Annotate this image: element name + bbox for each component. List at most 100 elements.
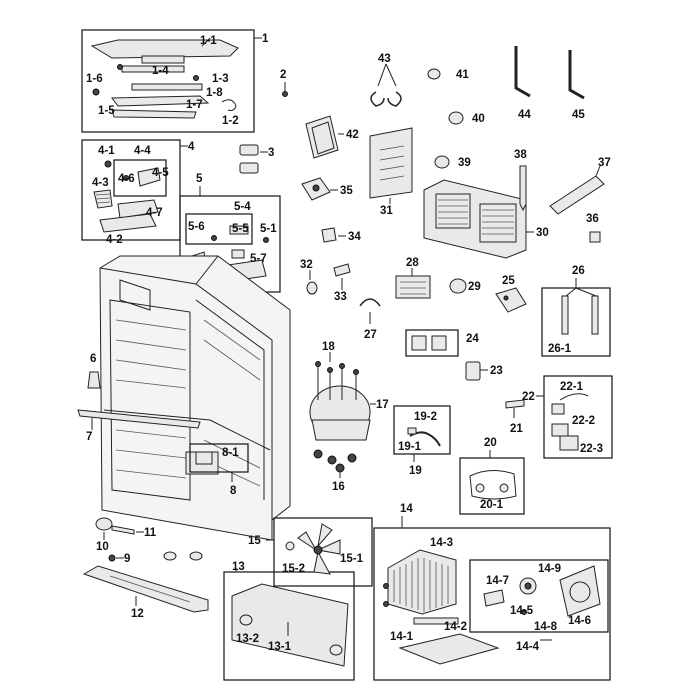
callout-14-7: 14-7 [486, 575, 509, 587]
part-21: 21 [505, 399, 525, 435]
callout-30: 30 [536, 227, 549, 239]
group-26-assembly: 26 26-1 [541, 265, 611, 357]
toe-grille-part [82, 565, 209, 613]
callout-1-6: 1-6 [86, 73, 103, 85]
callout-8-1: 8-1 [222, 447, 239, 459]
part-34: 34 [321, 227, 361, 243]
callout-1-2: 1-2 [222, 115, 239, 127]
group-14-4-box [469, 559, 609, 633]
compressor-assembly: 18 17 16 [309, 341, 389, 493]
callout-2: 2 [280, 69, 286, 81]
callout-35: 35 [340, 185, 353, 197]
callout-4-4: 4-4 [134, 145, 151, 157]
callout-5-1: 5-1 [260, 223, 277, 235]
callout-41: 41 [456, 69, 469, 81]
callout-1-4: 1-4 [152, 65, 169, 77]
callout-22-3: 22-3 [580, 443, 603, 455]
part-30: 30 [423, 179, 549, 259]
part-31: 31 [369, 127, 413, 217]
part-44: 44 [514, 46, 531, 121]
callout-14-2: 14-2 [444, 621, 467, 633]
part-36: 36 [586, 213, 601, 243]
part-8: 8-1 8 [189, 443, 249, 497]
callout-7: 7 [86, 431, 92, 443]
callout-3: 3 [268, 147, 274, 159]
heater-part [549, 175, 605, 215]
part-37: 37 [549, 157, 611, 215]
compressor-base-part [231, 583, 349, 667]
callout-27: 27 [364, 329, 377, 341]
callout-13-1: 13-1 [268, 641, 292, 653]
hinge-cover-part [90, 39, 239, 59]
part-39: 39 [434, 155, 471, 169]
part-9: 9 [108, 553, 130, 565]
callout-1-5: 1-5 [98, 105, 115, 117]
callout-25: 25 [502, 275, 515, 287]
group-15-box [273, 517, 373, 587]
part-10-11: 10 11 [95, 517, 157, 553]
callout-22-2: 22-2 [572, 415, 595, 427]
callout-5-5: 5-5 [232, 223, 249, 235]
part-33: 33 [333, 263, 351, 303]
callout-1-7: 1-7 [186, 99, 203, 111]
callout-14-9: 14-9 [538, 563, 561, 575]
callout-29: 29 [468, 281, 481, 293]
callout-18: 18 [322, 341, 335, 353]
callout-15: 15 [248, 535, 261, 547]
callout-4-2: 4-2 [106, 234, 123, 246]
callout-44: 44 [518, 109, 531, 121]
group-8-box [189, 443, 249, 473]
callout-14-6: 14-6 [568, 615, 591, 627]
callout-43: 43 [378, 53, 391, 65]
part-24: 24 [405, 329, 479, 357]
group-4-box [81, 139, 181, 241]
callout-10: 10 [96, 541, 109, 553]
callout-4-1: 4-1 [98, 145, 115, 157]
callout-12: 12 [131, 608, 144, 620]
callout-34: 34 [348, 231, 361, 243]
part-6: 6 [87, 353, 101, 389]
callout-37: 37 [598, 157, 611, 169]
callout-26: 26 [572, 265, 585, 277]
callout-14: 14 [400, 503, 413, 515]
callout-5-4: 5-4 [234, 201, 251, 213]
callout-36: 36 [586, 213, 599, 225]
fan-blade-part [317, 523, 333, 548]
part-38: 38 [514, 149, 527, 212]
part-2: 2 [280, 69, 288, 97]
callout-23: 23 [490, 365, 503, 377]
callout-4-7: 4-7 [146, 207, 163, 219]
callout-38: 38 [514, 149, 527, 161]
callout-15-2: 15-2 [282, 563, 305, 575]
group-22-box [543, 375, 613, 459]
refrigerator-cabinet [99, 255, 291, 541]
group-13-assembly: 13 13-1 13-2 [223, 561, 355, 681]
callout-21: 21 [510, 423, 523, 435]
callout-20-1: 20-1 [480, 499, 504, 511]
part-3: 3 [239, 144, 274, 174]
callout-9: 9 [124, 553, 130, 565]
callout-1-3: 1-3 [212, 73, 229, 85]
part-25: 25 [495, 275, 527, 313]
callout-5-7: 5-7 [250, 253, 267, 265]
callout-20: 20 [484, 437, 497, 449]
callout-14-1: 14-1 [390, 631, 414, 643]
gasket-part [305, 115, 339, 159]
callout-17: 17 [376, 399, 389, 411]
callout-5-6: 5-6 [188, 221, 205, 233]
drain-pan-part [398, 633, 500, 665]
callout-13-2: 13-2 [236, 633, 259, 645]
callout-26-1: 26-1 [548, 343, 572, 355]
callout-6: 6 [90, 353, 96, 365]
group-19-box [393, 405, 451, 455]
callout-14-5: 14-5 [510, 605, 534, 617]
screw-part [92, 88, 100, 96]
part-35: 35 [301, 177, 353, 201]
callout-19-2: 19-2 [414, 411, 437, 423]
callout-42: 42 [346, 129, 359, 141]
part-28: 28 [395, 257, 431, 299]
part-27: 27 [359, 298, 381, 341]
fan-shroud-part [559, 565, 601, 617]
callout-15-1: 15-1 [340, 553, 364, 565]
group-1-box [81, 29, 255, 133]
